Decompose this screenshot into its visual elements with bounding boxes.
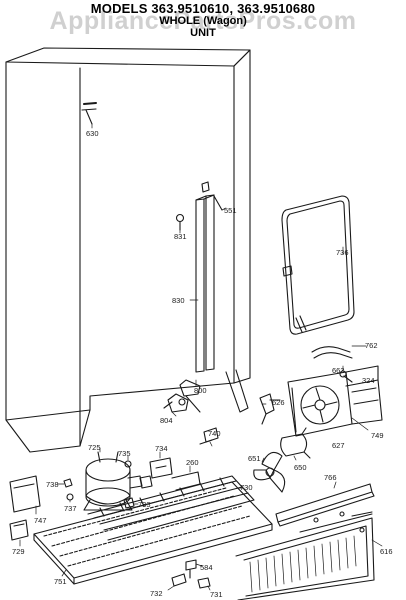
part-labels: 630 551 831 736 830 762 663 324 800 626 …	[12, 129, 393, 599]
part-label-260: 260	[186, 458, 199, 467]
part-label-731: 731	[210, 590, 223, 599]
part-label-630: 630	[86, 129, 99, 138]
part-label-736: 736	[336, 248, 349, 257]
part-label-738: 738	[46, 480, 59, 489]
part-label-734: 734	[155, 444, 168, 453]
base-pan-drawing	[33, 475, 273, 585]
part-label-729: 729	[12, 547, 25, 556]
fan-shroud-drawing	[287, 365, 383, 437]
part-label-725: 725	[88, 443, 101, 452]
part-label-830: 830	[172, 296, 185, 305]
part-label-663: 663	[332, 366, 345, 375]
bottom-clips-drawing	[171, 559, 211, 589]
part-label-747: 747	[34, 516, 47, 525]
part-label-551: 551	[224, 206, 237, 215]
part-label-324: 324	[362, 376, 375, 385]
part-label-584: 584	[200, 563, 213, 572]
watermark: AppliancePartsPros.com	[49, 7, 357, 35]
part-label-762: 762	[365, 341, 378, 350]
part-label-730: 730	[240, 483, 253, 492]
part-label-616: 616	[380, 547, 393, 556]
gasket-frame-drawing	[281, 195, 355, 335]
part-label-650: 650	[294, 463, 307, 472]
valve-assembly-drawing	[163, 379, 201, 413]
part-label-737: 737	[64, 504, 77, 513]
part-label-733: 733	[138, 500, 151, 509]
cabinet-drawing	[5, 47, 251, 453]
part-label-735: 735	[118, 449, 131, 458]
left-parts-drawing	[9, 475, 135, 541]
part-label-766: 766	[324, 473, 337, 482]
leader-lines	[19, 123, 383, 591]
small-parts-drawing	[124, 457, 201, 491]
part-label-626: 626	[272, 398, 285, 407]
clip-740-drawing	[199, 427, 219, 445]
fan-motor-drawing	[253, 427, 311, 493]
grille-panel-drawing	[235, 511, 375, 600]
diagram-subtitle-unit: UNIT	[190, 27, 216, 39]
part-label-651: 651	[248, 454, 261, 463]
bar-766-drawing	[275, 483, 375, 527]
grille-slats-drawing	[249, 535, 357, 593]
relay-626-drawing	[259, 393, 281, 425]
part-label-751: 751	[54, 577, 67, 586]
part-label-627: 627	[332, 441, 345, 450]
part-label-831: 831	[174, 232, 187, 241]
part-label-800: 800	[194, 386, 207, 395]
diagram-title: MODELS 363.9510610, 363.9510680	[90, 1, 316, 16]
part-label-740: 740	[208, 429, 221, 438]
diagram-subtitle: WHOLE (Wagon)	[159, 15, 247, 27]
part-label-732: 732	[150, 589, 163, 598]
part-label-749: 749	[371, 431, 384, 440]
part-label-804: 804	[160, 416, 173, 425]
condenser-tube-drawing	[311, 346, 353, 383]
